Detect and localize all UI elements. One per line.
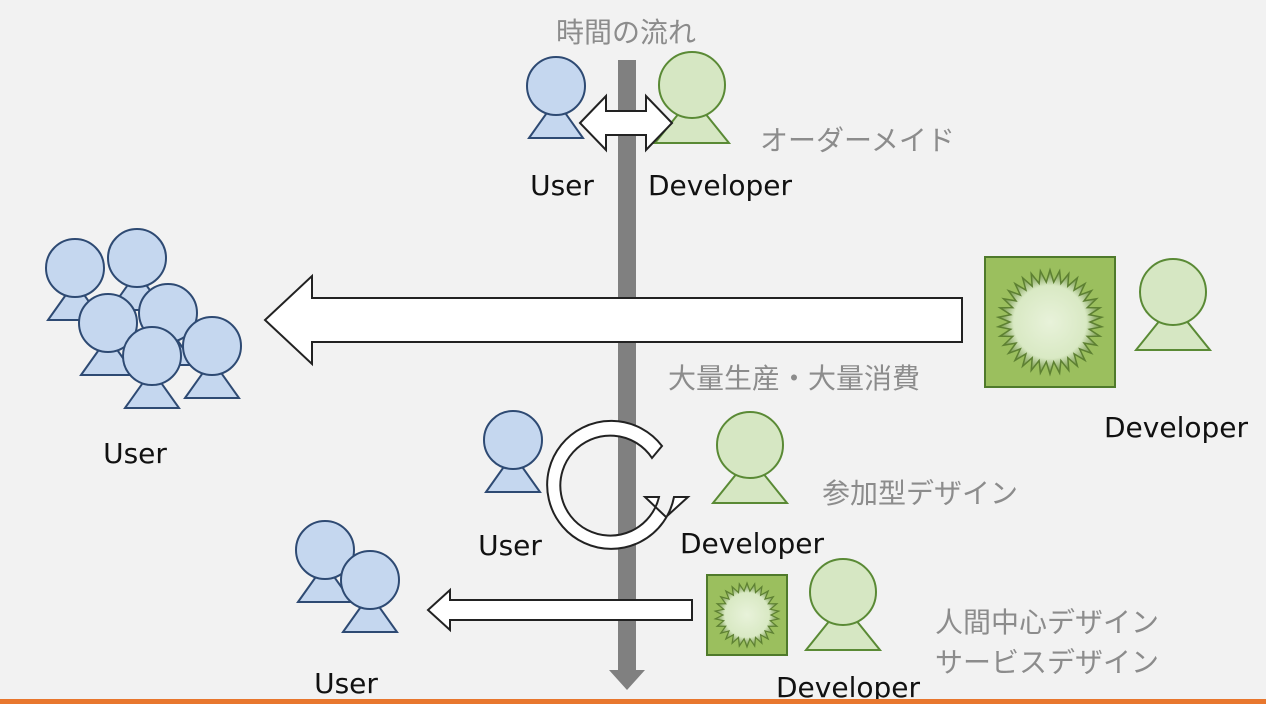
stage1-user-label: User bbox=[530, 169, 594, 202]
stage4-product-icon bbox=[706, 574, 788, 656]
stage4-developer-icon bbox=[805, 558, 881, 651]
stage2-big-arrow bbox=[263, 273, 963, 367]
stage2-user-crowd bbox=[45, 228, 242, 409]
stage1-double-arrow bbox=[578, 93, 674, 153]
stage1-user-icon bbox=[526, 56, 586, 139]
stage2-developer-label: Developer bbox=[1104, 411, 1248, 444]
stage4-developer-label: Developer bbox=[776, 671, 920, 704]
stage4-caption-line2: サービスデザイン bbox=[935, 646, 1159, 679]
stage1-developer-label: Developer bbox=[648, 169, 792, 202]
bottom-accent-bar bbox=[0, 699, 1266, 704]
stage3-user-label: User bbox=[478, 529, 542, 562]
stage4-caption-line1: 人間中心デザイン bbox=[935, 606, 1159, 639]
cycle-arrow-icon bbox=[546, 419, 691, 550]
crowd-user-icon bbox=[122, 326, 182, 409]
group-user-icon bbox=[340, 550, 400, 633]
crowd-user-icon bbox=[182, 316, 242, 399]
stage3-developer-icon bbox=[712, 411, 788, 504]
stage2-product-icon bbox=[984, 256, 1116, 388]
stage2-user-label: User bbox=[103, 437, 167, 470]
stage2-developer-icon bbox=[1135, 258, 1211, 351]
stage4-user-group bbox=[295, 520, 400, 633]
timeline-label: 時間の流れ bbox=[556, 16, 696, 49]
stage2-caption: 大量生産・大量消費 bbox=[668, 362, 920, 395]
stage4-user-label: User bbox=[314, 667, 378, 700]
stage3-user-icon bbox=[483, 410, 543, 493]
stage1-caption: オーダーメイド bbox=[760, 124, 955, 157]
stage3-developer-label: Developer bbox=[680, 527, 824, 560]
stage4-arrow bbox=[426, 587, 693, 633]
timeline-arrow bbox=[609, 60, 645, 690]
stage3-caption: 参加型デザイン bbox=[822, 477, 1018, 510]
